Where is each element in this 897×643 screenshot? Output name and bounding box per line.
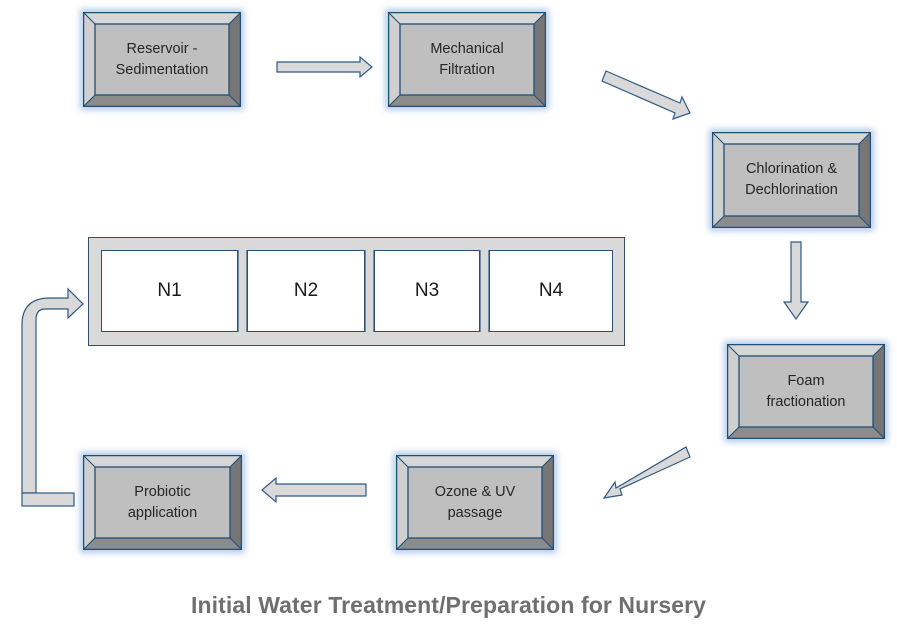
tank-divider: [238, 250, 247, 332]
step-label: Mechanical Filtration: [430, 40, 504, 78]
step-label: Probiotic application: [127, 483, 198, 521]
tank-label: N2: [293, 280, 319, 301]
bevel-frame: [388, 12, 546, 107]
bevel-frame: [83, 455, 242, 550]
nursery-tank-n3[interactable]: N3: [374, 250, 480, 332]
nursery-tank-n4[interactable]: N4: [489, 250, 613, 332]
step-foam-fractionation[interactable]: Foam fractionation: [727, 344, 885, 439]
bevel-frame: [83, 12, 241, 107]
diagram-caption: Initial Water Treatment/Preparation for …: [190, 592, 707, 618]
tank-label: N3: [414, 280, 440, 301]
nursery-tank-block: N1 N2 N3 N4: [88, 237, 625, 346]
step-probiotic-application[interactable]: Probiotic application: [83, 455, 242, 550]
nursery-tank-n1[interactable]: N1: [101, 250, 238, 332]
bevel-frame: [712, 132, 871, 228]
step-ozone-uv-passage[interactable]: Ozone & UV passage: [396, 455, 554, 550]
step-label: Reservoir - Sedimentation: [115, 40, 209, 78]
pipe-base: [21, 492, 75, 507]
tank-label: N4: [538, 280, 564, 301]
step-label: Chlorination & Dechlorination: [745, 161, 838, 198]
bevel-frame: [396, 455, 554, 550]
arrow-chlorination-to-foam: [782, 241, 810, 321]
arrow-mechanical-to-chlorination: [601, 70, 691, 120]
arrow-probiotic-to-nursery: [21, 287, 84, 494]
arrow-ozone-to-probiotic: [261, 476, 367, 504]
bevel-frame: [727, 344, 885, 439]
tank-divider: [480, 250, 489, 332]
step-label: Foam fractionation: [766, 372, 846, 410]
tank-label: N1: [157, 280, 182, 301]
step-label: Ozone & UV passage: [434, 483, 516, 521]
nursery-tank-n2[interactable]: N2: [247, 250, 365, 332]
step-chlorination-dechlorination[interactable]: Chlorination & Dechlorination: [712, 132, 871, 228]
step-mechanical-filtration[interactable]: Mechanical Filtration: [388, 12, 546, 107]
step-reservoir-sedimentation[interactable]: Reservoir - Sedimentation: [83, 12, 241, 107]
arrow-reservoir-to-mechanical: [276, 55, 373, 79]
arrow-foam-to-ozone: [602, 446, 691, 499]
tank-divider: [365, 250, 374, 332]
